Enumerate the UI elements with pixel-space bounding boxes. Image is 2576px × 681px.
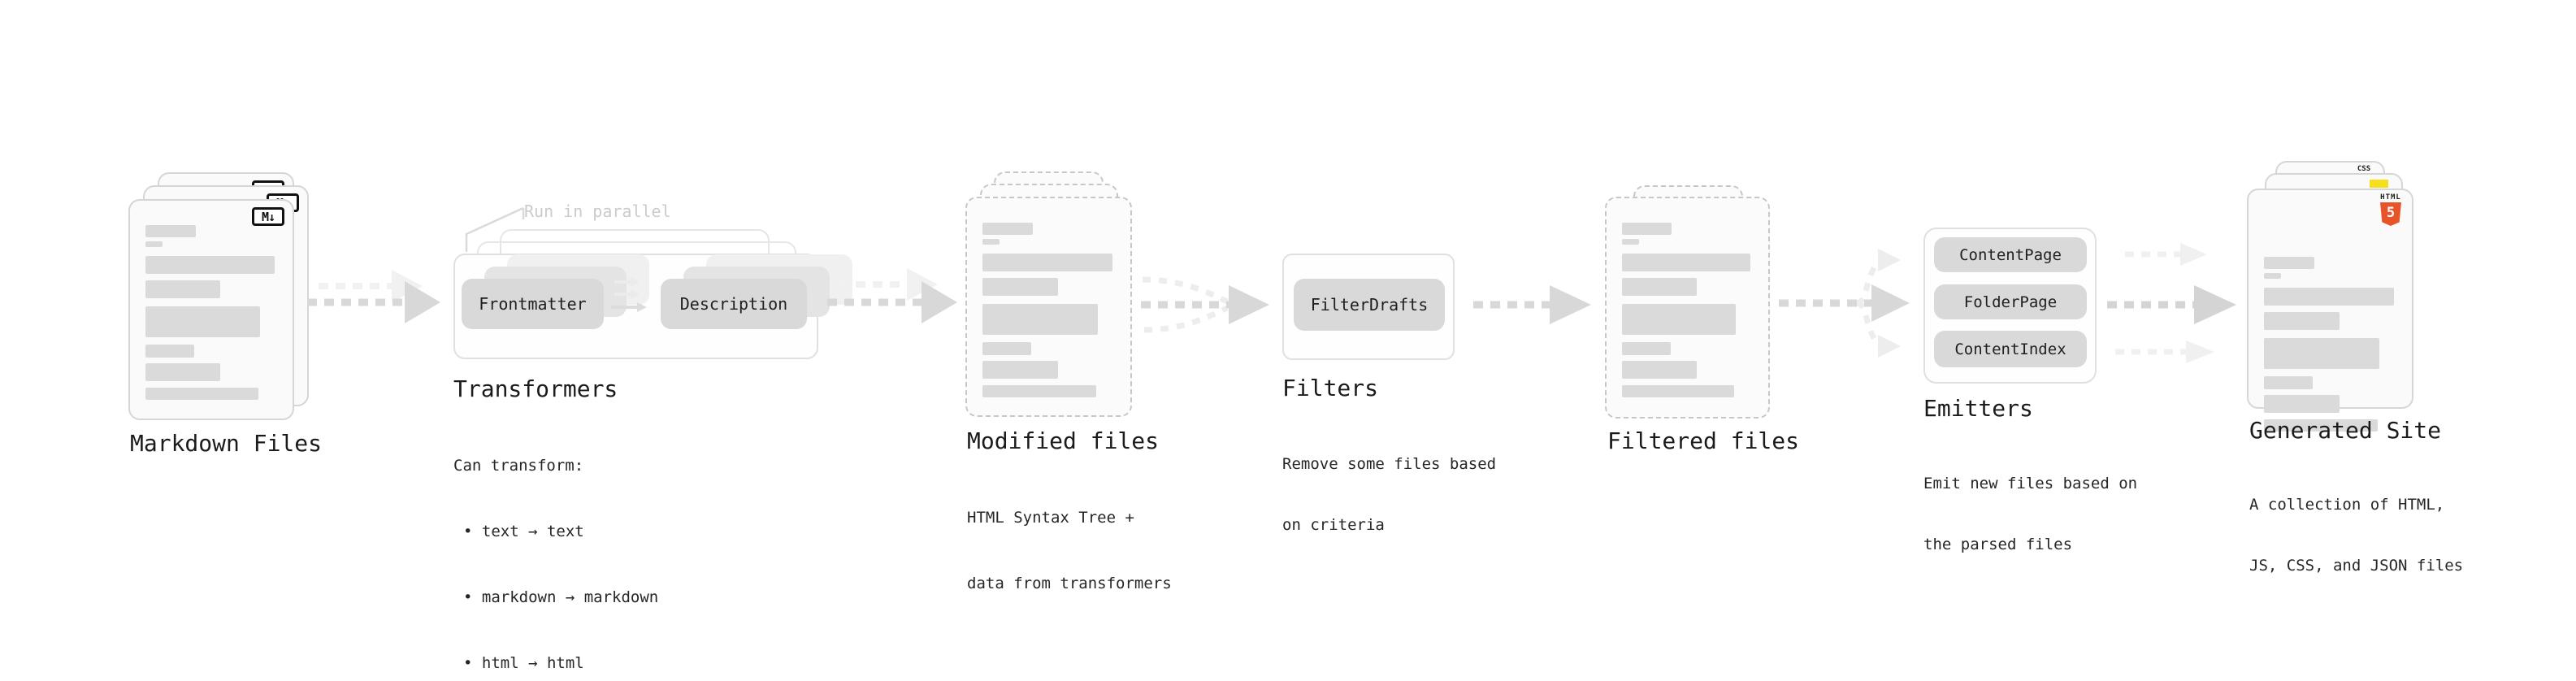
caption-line: HTML Syntax Tree + <box>967 509 1134 527</box>
modified-files-caption: HTML Syntax Tree + data from transformer… <box>967 463 1172 639</box>
filters-label: Filters <box>1282 375 1379 401</box>
generated-site-label: Generated Site <box>2249 417 2442 444</box>
js-icon <box>2370 180 2388 188</box>
html5-shield: 5 <box>2380 202 2401 226</box>
caption-line: Can transform: <box>453 457 584 475</box>
caption-line: on criteria <box>1282 516 1385 534</box>
file-content-lines <box>145 201 277 419</box>
flow-arrow-transformers-to-modified <box>827 268 957 323</box>
caption-line: JS, CSS, and JSON files <box>2249 557 2464 575</box>
flow-arrow-filters-to-filtered <box>1473 285 1591 324</box>
caption-bullet: • markdown → markdown <box>463 588 659 606</box>
file-content-lines <box>982 198 1115 415</box>
filters-caption: Remove some files based on criteria <box>1282 414 1496 576</box>
markdown-files-label: Markdown Files <box>130 430 323 457</box>
caption-line: A collection of HTML, <box>2249 496 2445 514</box>
emitter-pill-contentindex: ContentIndex <box>1934 331 2087 367</box>
emitter-pill-folderpage: FolderPage <box>1934 284 2087 319</box>
flow-arrow-fanout-to-emitters <box>1779 249 1910 358</box>
emitters-caption: Emit new files based on the parsed files <box>1923 433 2137 596</box>
flow-arrow-merge-into-filters <box>1141 276 1269 333</box>
flow-arrows-emitters-to-site <box>2107 243 2236 363</box>
file-content-lines <box>1622 198 1753 417</box>
emitter-pill-contentpage: ContentPage <box>1934 237 2087 272</box>
transformer-pill-description: Description <box>661 279 807 329</box>
html5-icon: HTML 5 <box>2379 193 2402 226</box>
caption-bullet: • html → html <box>463 654 584 672</box>
caption-bullet: • text → text <box>463 523 584 540</box>
caption-line: Remove some files based <box>1282 455 1497 473</box>
flow-arrow-markdown-to-transformers <box>307 270 440 323</box>
transformers-node: Frontmatter Description <box>453 229 852 367</box>
emitters-label: Emitters <box>1923 395 2033 422</box>
transformers-label: Transformers <box>453 375 618 402</box>
transformers-caption: Can transform: • text → text • markdown … <box>453 411 658 681</box>
caption-line: data from transformers <box>967 575 1172 592</box>
modified-file-card-front <box>965 197 1132 417</box>
generated-site-caption: A collection of HTML, JS, CSS, and JSON … <box>2249 454 2463 617</box>
run-in-parallel-annotation: Run in parallel <box>524 202 671 221</box>
filtered-file-card-front <box>1605 197 1770 419</box>
caption-line: Emit new files based on <box>1923 475 2138 492</box>
filter-pill-filterdrafts: FilterDrafts <box>1294 279 1445 331</box>
caption-line: the parsed files <box>1923 536 2073 553</box>
transformer-pill-frontmatter: Frontmatter <box>462 279 604 329</box>
markdown-file-card-front: M↓ <box>128 199 294 420</box>
generated-site-stack: CSS HTML 5 <box>2247 161 2450 432</box>
parallel-arrows-icon <box>611 277 647 312</box>
filtered-files-label: Filtered files <box>1607 427 1800 454</box>
file-content-lines <box>2264 232 2396 432</box>
markdown-files-stack: M↓ M↓ M↓ <box>128 172 340 424</box>
filtered-files-stack <box>1605 185 1800 429</box>
markdown-icon: M↓ <box>252 207 284 226</box>
site-file-card-html: HTML 5 <box>2247 189 2413 432</box>
annotation-bracket <box>465 206 525 252</box>
modified-files-stack <box>965 171 1160 423</box>
modified-files-label: Modified files <box>967 427 1160 454</box>
